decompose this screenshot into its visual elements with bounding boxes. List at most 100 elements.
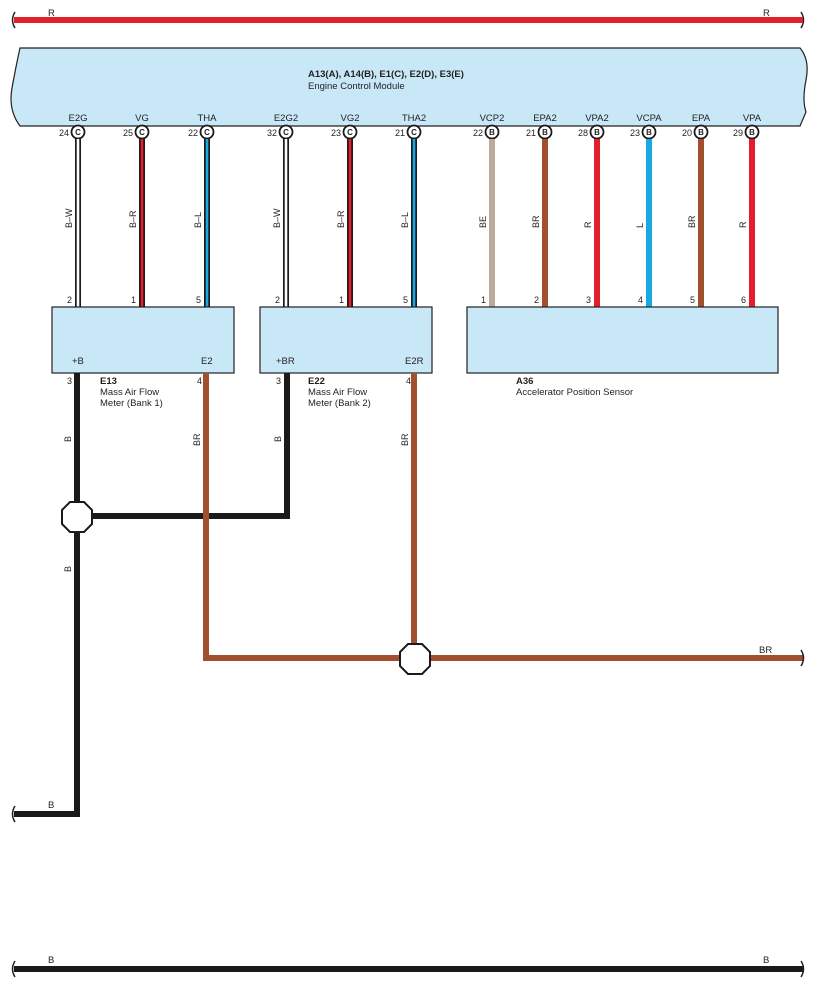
bottom-black-bus: B B xyxy=(11,955,805,978)
ecm-name: Engine Control Module xyxy=(308,81,405,92)
connector-letter-vcpa: B xyxy=(646,128,652,137)
e22-term-b: +BR xyxy=(276,356,295,367)
connector-vpa2-icon xyxy=(589,124,605,140)
wire-code-e2g: B–W xyxy=(64,208,74,228)
connector-vcpa-icon xyxy=(641,124,657,140)
sensor-ground-wiring: BR BR BR xyxy=(192,373,805,675)
wire-code-vcpa: L xyxy=(635,223,645,228)
connector-letter-vpa: B xyxy=(749,128,755,137)
sensor-pin-epa2: 2 xyxy=(534,295,539,305)
connector-letter-e2g: C xyxy=(75,128,81,137)
connector-letter-e2g2: C xyxy=(283,128,289,137)
ecm-pin-tha: 22 xyxy=(188,128,198,138)
top-red-bus: R R xyxy=(11,8,805,29)
e22-pin-b: 3 xyxy=(276,376,281,386)
bottom-bus-label-right: B xyxy=(763,955,769,966)
ecm-term-epa2: EPA2 xyxy=(533,113,557,124)
wire-code-vg2: B–R xyxy=(336,210,346,228)
bottom-bus-label-left: B xyxy=(48,955,54,966)
ecm-pin-vcp2: 22 xyxy=(473,128,483,138)
e13-pin-b: 3 xyxy=(67,376,72,386)
main-b-wire-code: B xyxy=(63,566,73,572)
e13-box: +B E2 E13 Mass Air Flow Meter (Bank 1) 3… xyxy=(51,306,235,409)
sensor-pin-thar: 5 xyxy=(403,295,408,305)
connector-letter-epa2: B xyxy=(542,128,548,137)
sensor-signal-wires: B–W2E2GB–R1VGB–L5THAB–W2EVGRB–R1VGRB–L5T… xyxy=(64,139,762,324)
sensor-pin-e2g: 2 xyxy=(67,295,72,305)
connector-letter-vg: C xyxy=(139,128,145,137)
ecm-pin-vcpa: 23 xyxy=(630,128,640,138)
e22-term-e: E2R xyxy=(405,356,424,367)
connector-vg2-icon xyxy=(342,124,358,140)
ecm-pin-epa2: 21 xyxy=(526,128,536,138)
sensor-pin-vg: 1 xyxy=(131,295,136,305)
ecm-pin-vpa2: 28 xyxy=(578,128,588,138)
ecm-term-tha: THA xyxy=(198,113,218,124)
wire-code-tha2: B–L xyxy=(400,212,410,228)
e13-pin-e: 4 xyxy=(197,376,202,386)
e13-br-wire-code: BR xyxy=(192,433,202,446)
top-bus-label-right: R xyxy=(763,8,770,19)
wire-code-vcp2: BE xyxy=(478,216,488,228)
ecm-term-e2g2: E2G2 xyxy=(274,113,298,124)
connector-tha2-icon xyxy=(406,124,422,140)
connector-vcp2-icon xyxy=(484,124,500,140)
ecm-term-vpa: VPA xyxy=(743,113,762,124)
connector-letter-tha: C xyxy=(204,128,210,137)
a36-box: A36 Accelerator Position Sensor xyxy=(466,306,779,398)
connector-e2g2-icon xyxy=(278,124,294,140)
connector-letter-epa: B xyxy=(698,128,704,137)
e22-br-wire-code: BR xyxy=(400,433,410,446)
wire-code-vg: B–R xyxy=(128,210,138,228)
sensor-pin-vcp2: 1 xyxy=(481,295,486,305)
wire-code-vpa: R xyxy=(738,221,748,228)
connector-letter-vpa2: B xyxy=(594,128,600,137)
ecm-pin-tha2: 21 xyxy=(395,128,405,138)
top-bus-label-left: R xyxy=(48,8,55,19)
ecm-term-e2g: E2G xyxy=(68,113,87,124)
e13-term-e: E2 xyxy=(201,356,213,367)
connector-epa-icon xyxy=(693,124,709,140)
ecm-pin-vg: 25 xyxy=(123,128,133,138)
connector-tha-icon xyxy=(199,124,215,140)
e13-id: E13 xyxy=(100,376,117,387)
sensor-pin-vpa: 6 xyxy=(741,295,746,305)
br-bus-label: BR xyxy=(759,645,772,656)
connector-letter-tha2: C xyxy=(411,128,417,137)
ecm-term-tha2: THA2 xyxy=(402,113,426,124)
connector-letter-vcp2: B xyxy=(489,128,495,137)
a36-line1: Accelerator Position Sensor xyxy=(516,387,633,398)
sensor-pin-evgr: 2 xyxy=(275,295,280,305)
sensor-pin-epa: 5 xyxy=(690,295,695,305)
e22-line1: Mass Air Flow xyxy=(308,387,367,398)
ecm-pin-vg2: 23 xyxy=(331,128,341,138)
e13-line1: Mass Air Flow xyxy=(100,387,159,398)
ground-wiring: B B B B xyxy=(11,373,290,823)
wire-code-tha: B–L xyxy=(193,212,203,228)
ecm-term-vcp2: VCP2 xyxy=(480,113,505,124)
ecm-term-vcpa: VCPA xyxy=(636,113,662,124)
ecm-title: A13(A), A14(B), E1(C), E2(D), E3(E) xyxy=(308,69,464,80)
e13-term-b: +B xyxy=(72,356,84,367)
sensor-pin-vcpa: 4 xyxy=(638,295,643,305)
ecm-term-vg2: VG2 xyxy=(340,113,359,124)
main-b-bus-label: B xyxy=(48,800,54,811)
e13-line2: Meter (Bank 1) xyxy=(100,398,163,409)
connector-e2g-icon xyxy=(70,124,86,140)
wire-code-vpa2: R xyxy=(583,221,593,228)
ecm-term-epa: EPA xyxy=(692,113,711,124)
sensor-pin-vpa2: 3 xyxy=(586,295,591,305)
sensor-pin-tha: 5 xyxy=(196,295,201,305)
wire-code-e2g2: B–W xyxy=(272,208,282,228)
sensor-pin-vgr: 1 xyxy=(339,295,344,305)
ecm-term-vg: VG xyxy=(135,113,149,124)
ground-junction-icon xyxy=(61,501,93,533)
ecm-term-vpa2: VPA2 xyxy=(585,113,609,124)
wire-code-epa2: BR xyxy=(531,215,541,228)
e22-pin-e: 4 xyxy=(406,376,411,386)
e22-line2: Meter (Bank 2) xyxy=(308,398,371,409)
ecm-pin-epa: 20 xyxy=(682,128,692,138)
e22-id: E22 xyxy=(308,376,325,387)
